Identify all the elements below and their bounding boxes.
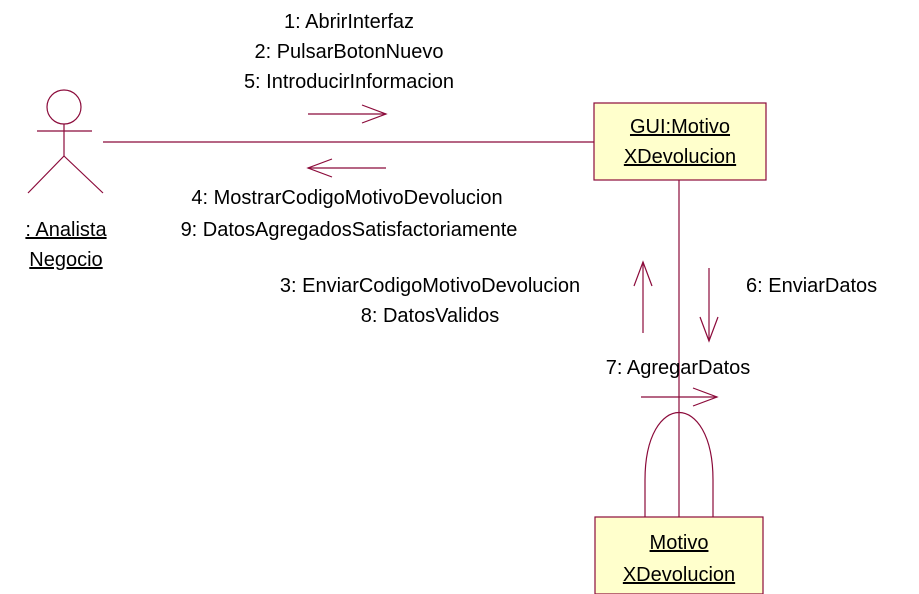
arrow-right-icon — [308, 104, 388, 124]
actor-name-line2: Negocio — [29, 249, 102, 271]
message-2: 2: PulsarBotonNuevo — [254, 41, 443, 63]
actor-name-line1: : Analista — [25, 219, 107, 241]
message-1: 1: AbrirInterfaz — [284, 11, 414, 33]
gui-motivo-xdevolucion-object[interactable]: GUI:Motivo XDevolucion — [593, 102, 767, 181]
entity-object-name-line2: XDevolucion — [623, 564, 735, 586]
message-4: 4: MostrarCodigoMotivoDevolucion — [191, 187, 502, 209]
self-message-arrow-icon — [641, 387, 719, 407]
self-link-loop — [644, 411, 714, 517]
analista-negocio-actor[interactable]: : Analista Negocio — [25, 89, 107, 271]
gui-object-name-line2: XDevolucion — [624, 146, 736, 168]
arrow-left-icon — [306, 158, 386, 178]
message-5: 5: IntroducirInformacion — [244, 71, 454, 93]
message-9: 9: DatosAgregadosSatisfactoriamente — [181, 219, 518, 241]
message-7: 7: AgregarDatos — [606, 357, 751, 379]
arrow-down-icon — [699, 268, 719, 343]
gui-object-name-line1: GUI:Motivo — [630, 116, 730, 138]
entity-object-name-line1: Motivo — [650, 532, 709, 554]
message-6: 6: EnviarDatos — [746, 275, 877, 297]
motivo-xdevolucion-object[interactable]: Motivo XDevolucion — [594, 516, 764, 594]
arrow-up-icon — [633, 260, 653, 333]
stick-figure-icon — [27, 89, 104, 194]
message-3: 3: EnviarCodigoMotivoDevolucion — [280, 275, 580, 297]
message-8: 8: DatosValidos — [361, 305, 500, 327]
